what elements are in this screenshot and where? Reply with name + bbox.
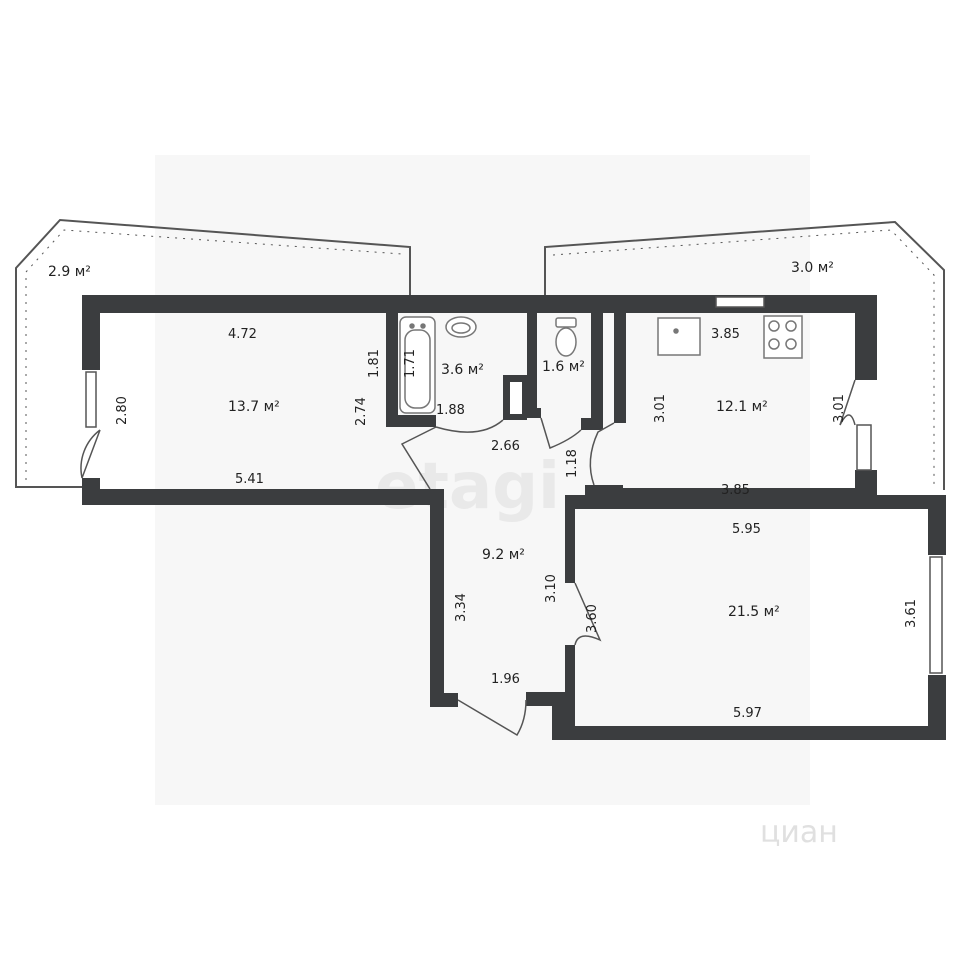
door-bath	[435, 419, 504, 433]
window-kitchen-top	[715, 296, 765, 308]
wall-toilet-kitchen	[591, 295, 603, 420]
door-right-room	[574, 582, 602, 646]
bathtub-icon	[399, 316, 436, 414]
dim-kitchen-right: 3.01	[832, 394, 847, 423]
walls	[82, 295, 946, 740]
window-left-room	[85, 371, 97, 428]
kitchen-sink-icon	[657, 317, 701, 356]
wall-top	[82, 295, 877, 313]
wall-bath-bottom	[386, 415, 436, 427]
wall-left-bottom	[82, 489, 442, 505]
door-kitchen-balcony	[839, 379, 856, 426]
watermark-etagi: etagi	[375, 450, 560, 524]
balcony-right	[544, 220, 945, 490]
dim-bath-height-b: 1.71	[403, 349, 418, 378]
stove-icon	[763, 315, 803, 359]
door-left-balcony	[80, 429, 101, 479]
dim-bath-height-a: 1.81	[367, 349, 382, 378]
dim-living-left-left: 2.80	[115, 396, 130, 425]
wall-hall-left	[430, 489, 444, 707]
plan-backdrop	[155, 155, 810, 805]
dim-living-right-left: 3.60	[585, 604, 600, 633]
wall-kitchen-right-upper	[855, 295, 877, 380]
door-toilet	[540, 417, 582, 450]
area-balcony-right: 3.0 м²	[791, 260, 834, 276]
window-living-right	[929, 556, 943, 674]
wall-living-right-lower	[928, 675, 946, 740]
window-kitchen-right	[856, 424, 872, 471]
dim-toilet-depth: 1.18	[565, 449, 580, 478]
dim-hall-left: 3.34	[454, 593, 469, 622]
dim-kitchen-bottom: 3.85	[721, 483, 750, 498]
door-left-room	[400, 426, 437, 490]
area-bathroom: 3.6 м²	[441, 362, 484, 378]
area-hall: 9.2 м²	[482, 547, 525, 563]
toilet-icon	[555, 317, 577, 357]
dim-corridor-width: 2.66	[491, 439, 520, 454]
area-living-left: 13.7 м²	[228, 399, 280, 415]
wall-left-upper	[82, 295, 100, 370]
dim-bath-width: 1.88	[436, 403, 465, 418]
dim-kitchen-left: 3.01	[653, 394, 668, 423]
sink-icon	[445, 316, 477, 338]
area-kitchen: 12.1 м²	[716, 399, 768, 415]
dim-living-left-bottom: 5.41	[235, 472, 264, 487]
wall-toilet-left-bottom	[527, 408, 541, 418]
wall-bath-left	[386, 295, 398, 427]
area-balcony-left: 2.9 м²	[48, 264, 91, 280]
wall-bath-toilet	[527, 295, 537, 418]
dim-living-right-top: 5.95	[732, 522, 761, 537]
wall-hall-bottom	[430, 693, 458, 707]
wall-living-left-upper	[565, 495, 575, 583]
wall-living-bottom	[555, 726, 946, 740]
window-icon	[85, 296, 943, 674]
dim-living-left-top: 4.72	[228, 327, 257, 342]
door-swing-icon	[80, 379, 856, 737]
dim-hall-right: 3.10	[544, 574, 559, 603]
wall-kitchen-post	[614, 313, 626, 423]
dim-living-left-right: 2.74	[354, 397, 369, 426]
wall-living-left-lower	[565, 645, 575, 740]
dim-hall-bottom: 1.96	[491, 672, 520, 687]
wall-living-top	[565, 495, 945, 509]
shaft-inner	[510, 382, 522, 414]
watermark-cian: циан	[760, 815, 838, 850]
door-kitchen	[589, 422, 615, 486]
door-entry	[457, 699, 527, 737]
area-toilet: 1.6 м²	[542, 359, 585, 375]
balcony-left	[15, 218, 411, 488]
dim-living-right-right: 3.61	[904, 599, 919, 628]
dim-living-right-bottom: 5.97	[733, 706, 762, 721]
wall-toilet-bottom	[581, 418, 603, 430]
dim-kitchen-top: 3.85	[711, 327, 740, 342]
wall-living-right-upper	[928, 495, 946, 555]
area-living-right: 21.5 м²	[728, 604, 780, 620]
wall-entry-jamb-vert	[552, 692, 566, 740]
